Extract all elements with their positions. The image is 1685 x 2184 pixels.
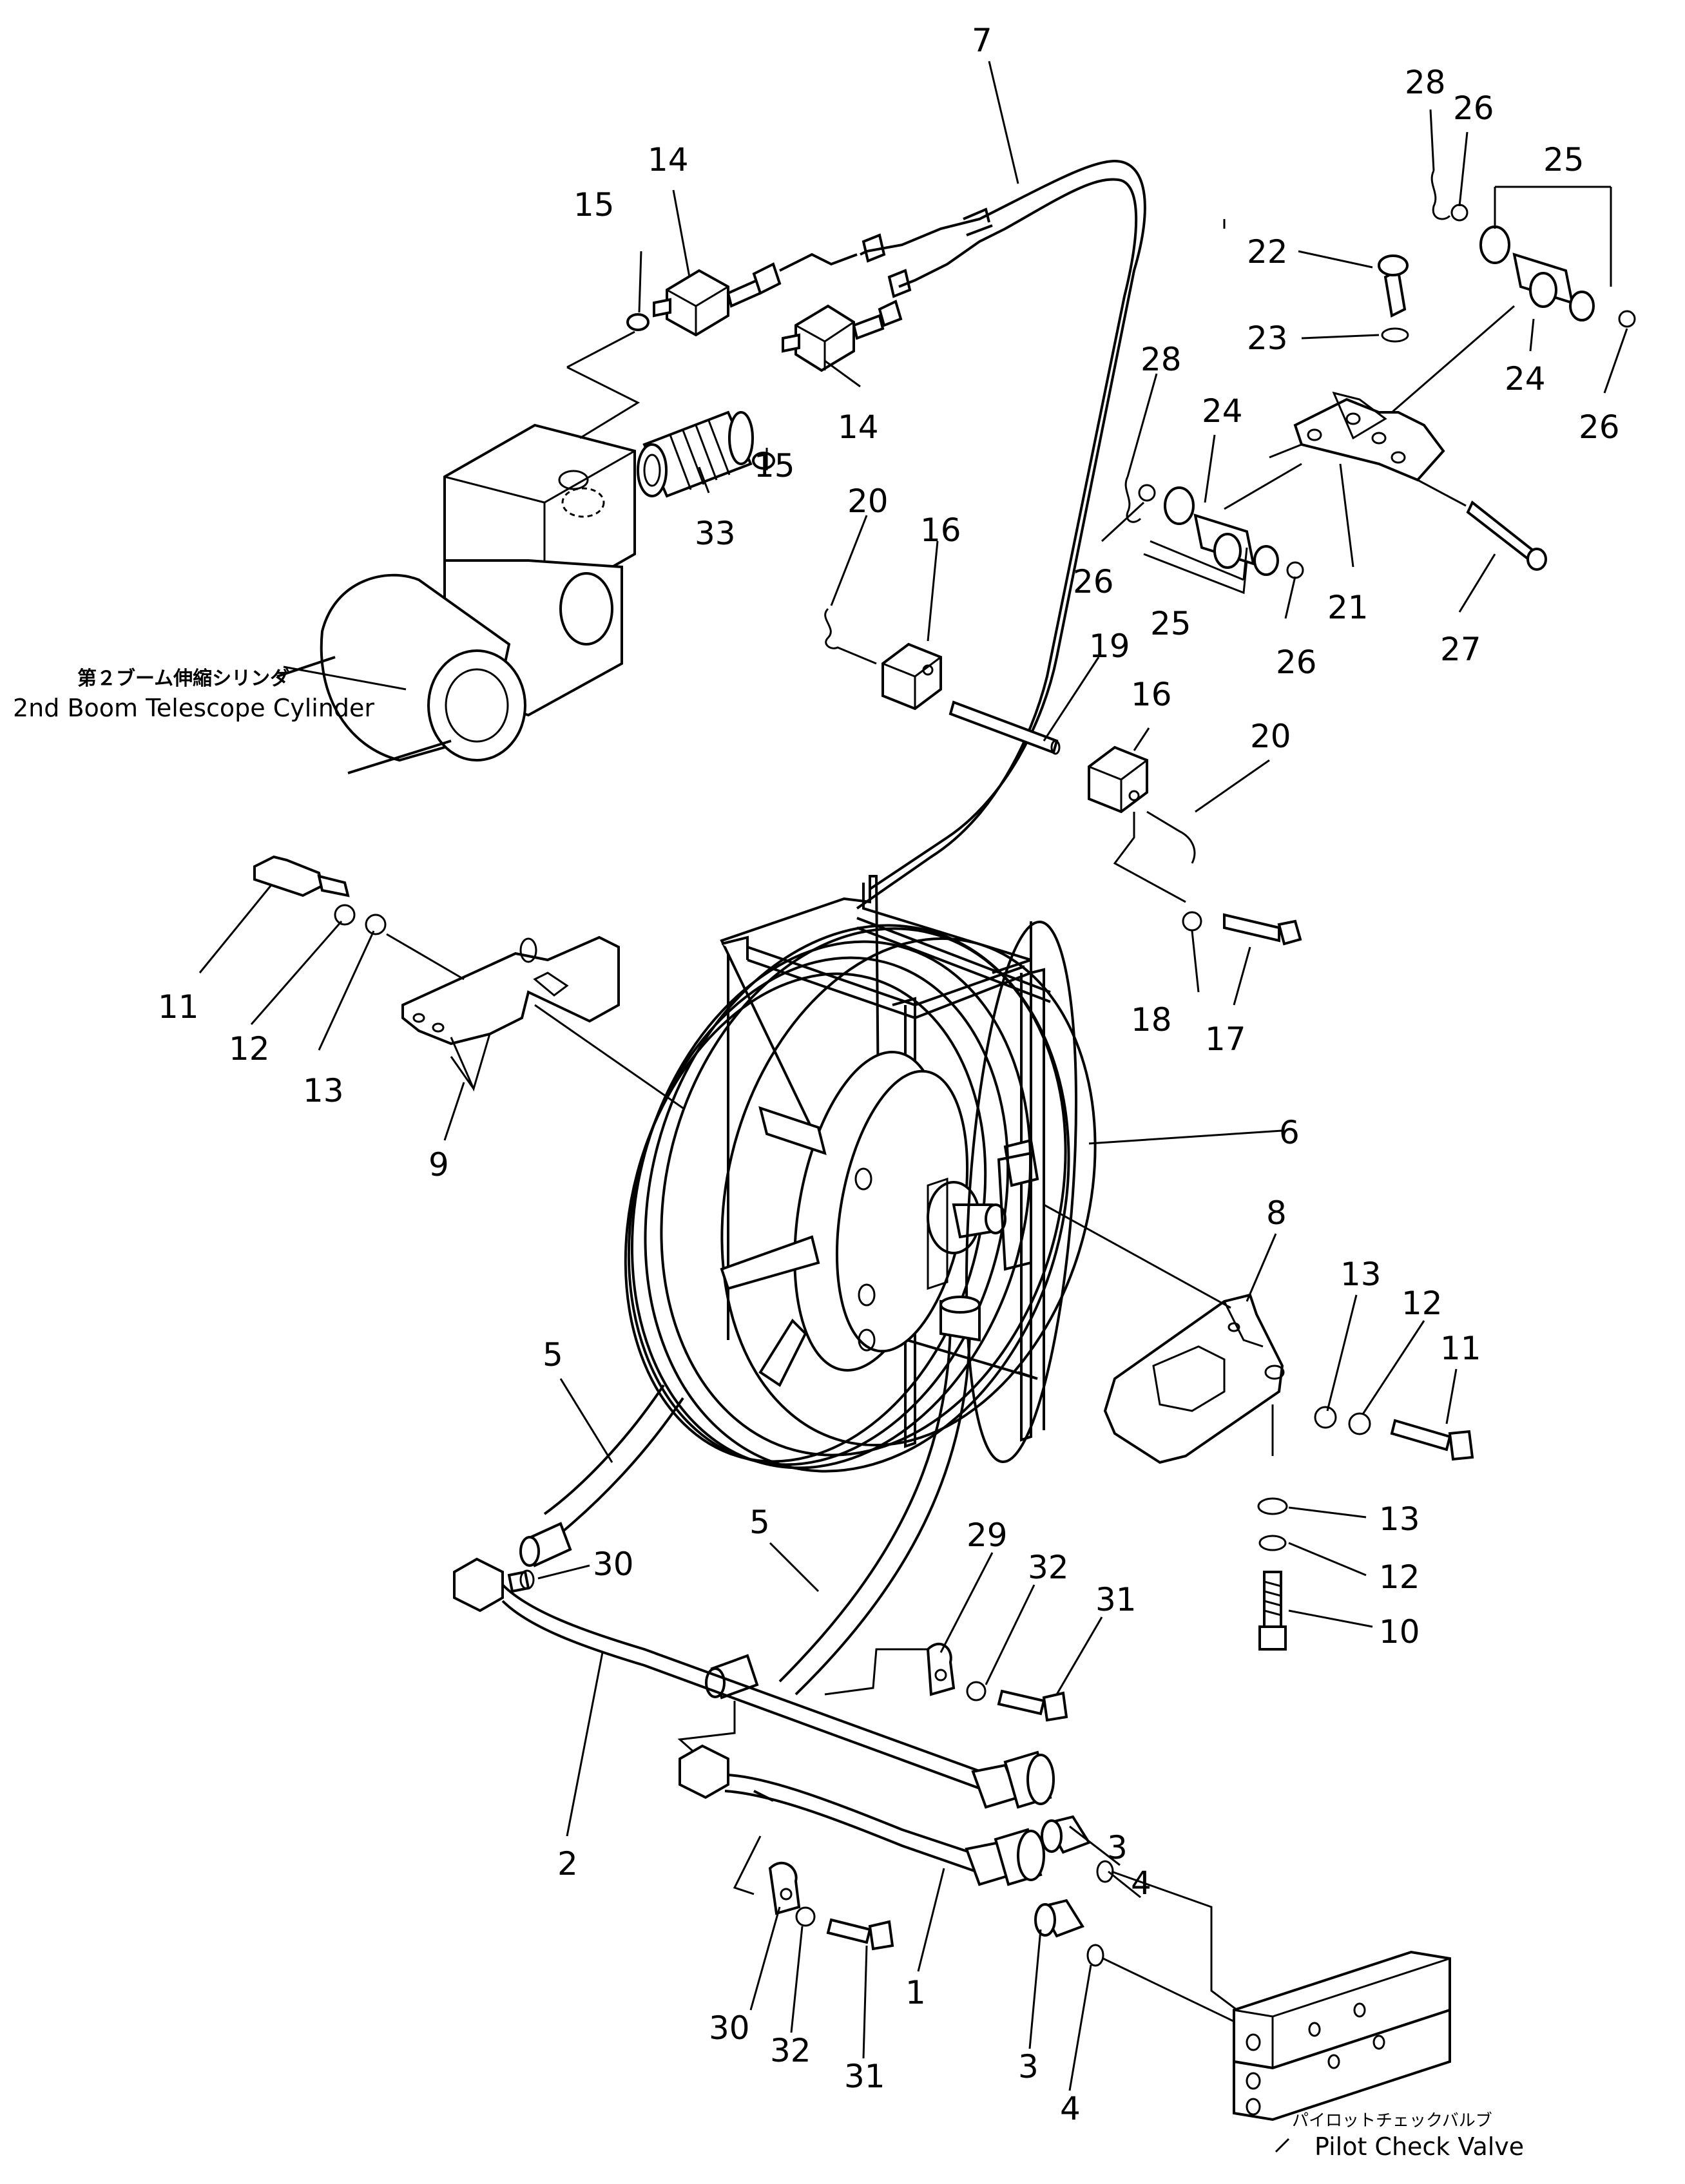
callout-27: 27 — [1440, 631, 1481, 668]
callout-29: 29 — [967, 1517, 1008, 1554]
pilot-valve-label-en: Pilot Check Valve — [1314, 2132, 1524, 2161]
callout-11: 11 — [1440, 1330, 1481, 1367]
boom-cylinder-label-jp: 第２ブーム伸縮シリンダ — [77, 667, 289, 690]
callout-31: 31 — [1095, 1581, 1137, 1618]
callout-33: 33 — [695, 515, 736, 552]
callout-26: 26 — [1276, 644, 1317, 681]
parts-8-10-11-12-13-drawing — [1043, 1203, 1474, 1651]
part-30-upper-drawing — [507, 1569, 535, 1593]
parts-14-15-drawing — [566, 253, 903, 470]
callout-16: 16 — [920, 512, 961, 549]
callout-11: 11 — [158, 988, 199, 1026]
callout-15: 15 — [573, 186, 615, 224]
callout-7: 7 — [972, 22, 992, 59]
callout-5: 5 — [543, 1336, 563, 1374]
callout-24: 24 — [1505, 360, 1546, 398]
callout-4: 4 — [1060, 2090, 1081, 2127]
callout-28: 28 — [1405, 64, 1446, 101]
callout-6: 6 — [1279, 1114, 1300, 1151]
boom-cylinder-label-en: 2nd Boom Telescope Cylinder — [13, 694, 374, 722]
parts-17-18-drawing — [1182, 911, 1302, 946]
pipe-2-drawing — [453, 1557, 1055, 1809]
callout-20: 20 — [1250, 718, 1291, 755]
leader-lines — [198, 61, 1628, 2091]
callout-12: 12 — [1379, 1558, 1420, 1596]
callout-12: 12 — [1401, 1285, 1443, 1322]
callout-16: 16 — [1131, 676, 1172, 713]
pipe-1-drawing — [677, 1701, 1045, 1895]
callout-26: 26 — [1579, 408, 1620, 446]
callout-18: 18 — [1131, 1001, 1172, 1039]
callout-3: 3 — [1018, 2048, 1039, 2085]
callout-8: 8 — [1266, 1194, 1287, 1232]
callout-2: 2 — [557, 1845, 578, 1882]
callout-32: 32 — [770, 2032, 811, 2069]
callout-13: 13 — [1379, 1500, 1420, 1538]
callout-5: 5 — [749, 1504, 770, 1541]
callout-13: 13 — [1340, 1256, 1382, 1293]
callout-26: 26 — [1073, 563, 1114, 600]
callout-20: 20 — [847, 483, 889, 520]
callout-1: 1 — [905, 1974, 926, 2011]
parts-9-11-12-13-drawing — [253, 855, 684, 1109]
callout-12: 12 — [229, 1030, 270, 1068]
part-7-hose-drawing — [856, 159, 1146, 910]
callout-21: 21 — [1327, 589, 1369, 626]
callouts: 7 28 26 25 22 23 24 26 15 14 15 14 33 28… — [158, 22, 1620, 2127]
callout-30: 30 — [709, 2009, 750, 2047]
pilot-valve-label-jp: パイロットチェックバルブ — [1292, 2111, 1492, 2131]
boom-cylinder-drawing — [276, 423, 636, 774]
parts-29-31-32-drawing — [824, 1642, 1068, 1722]
hose-reel-drawing — [624, 875, 1097, 1473]
hose-5-left-drawing — [519, 1384, 684, 1567]
callout-28: 28 — [1141, 341, 1182, 378]
callout-23: 23 — [1247, 320, 1288, 357]
callout-4: 4 — [1131, 1864, 1151, 1902]
callout-26: 26 — [1453, 90, 1494, 127]
callout-22: 22 — [1247, 233, 1288, 271]
pilot-check-valve-drawing — [1233, 1950, 1451, 2153]
callout-9: 9 — [428, 1146, 449, 1183]
callout-25: 25 — [1543, 141, 1584, 178]
callout-24: 24 — [1202, 392, 1243, 430]
part-33-drawing — [637, 410, 754, 498]
callout-30: 30 — [593, 1546, 634, 1583]
parts-16-19-20-drawing — [824, 608, 1196, 903]
callout-19: 19 — [1089, 627, 1130, 665]
callout-25: 25 — [1150, 605, 1191, 642]
callout-10: 10 — [1379, 1613, 1420, 1651]
callout-17: 17 — [1205, 1020, 1246, 1058]
callout-31: 31 — [844, 2058, 885, 2095]
callout-14: 14 — [838, 408, 879, 446]
callout-15: 15 — [754, 447, 795, 484]
parts-3-4-drawing — [1034, 1815, 1238, 2024]
parts-30-31-32-lower-drawing — [768, 1861, 894, 1951]
callout-32: 32 — [1028, 1549, 1069, 1586]
callout-14: 14 — [648, 141, 689, 178]
callout-3: 3 — [1107, 1829, 1128, 1866]
parts-21-28-drawing — [1124, 170, 1636, 581]
callout-13: 13 — [303, 1072, 344, 1109]
